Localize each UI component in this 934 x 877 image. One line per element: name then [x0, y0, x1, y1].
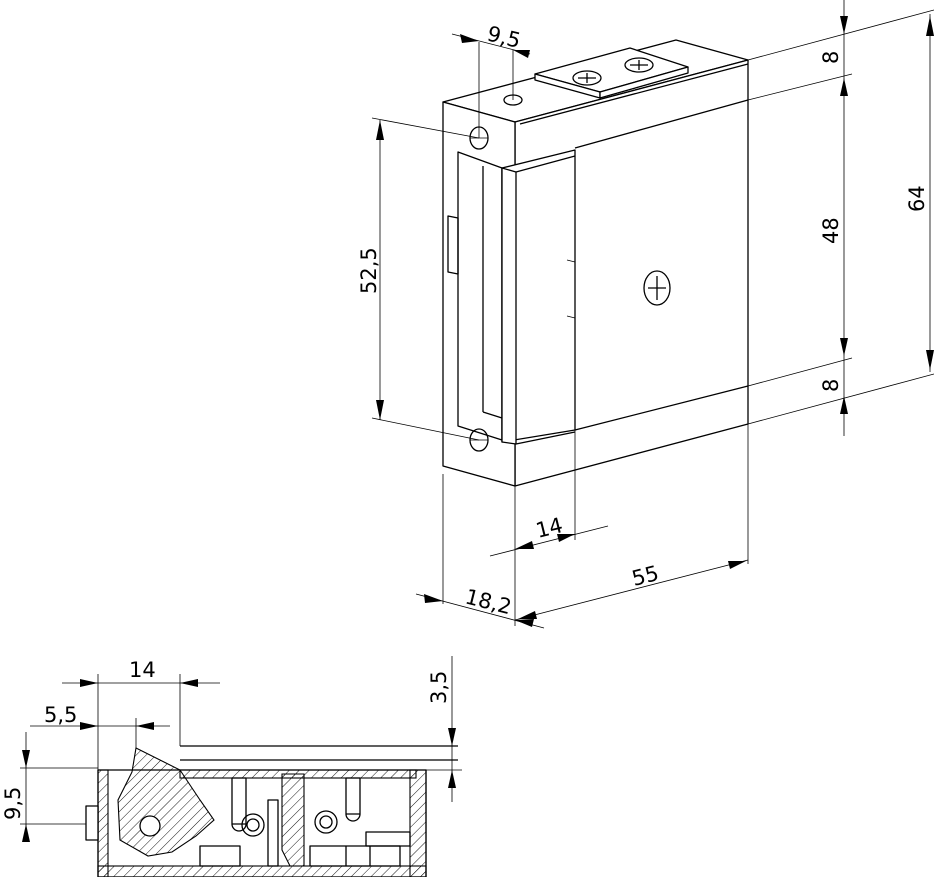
dim-label-8-top: 8	[819, 51, 843, 64]
dim-label-55: 55	[629, 561, 661, 591]
dim-label-8-bottom: 8	[819, 379, 843, 392]
dim-label-3-5: 3,5	[427, 671, 451, 704]
dim-label-18-2: 18,2	[463, 585, 514, 620]
spring-pivot-left-icon	[241, 813, 265, 837]
spring-pivot-right-icon	[314, 810, 338, 834]
dim-label-52-5: 52,5	[357, 247, 381, 294]
section-view: 14 5,5 3,5 9,5	[1, 656, 462, 877]
dim-label-64: 64	[905, 185, 929, 212]
isometric-view: 52,5 9,5 8 48 8 64	[357, 0, 934, 629]
terminal-screw-right-icon	[624, 57, 654, 73]
dim-label-48: 48	[819, 217, 843, 244]
dim-label-9-5-top: 9,5	[485, 22, 523, 53]
section-plunger	[85, 805, 99, 841]
side-screw-icon	[643, 270, 671, 306]
latch-pivot-icon	[139, 815, 161, 837]
dim-label-9-5-section: 9,5	[1, 787, 25, 820]
section-dimensions: 14 5,5 3,5 9,5	[1, 656, 462, 842]
dim-label-14-section: 14	[129, 658, 156, 682]
dim-label-5-5: 5,5	[44, 703, 77, 727]
terminal-screw-left-icon	[572, 70, 602, 86]
dimension-right-bands: 8 48 8 64	[747, 0, 934, 436]
dimension-screw-spacing: 52,5	[357, 117, 480, 441]
